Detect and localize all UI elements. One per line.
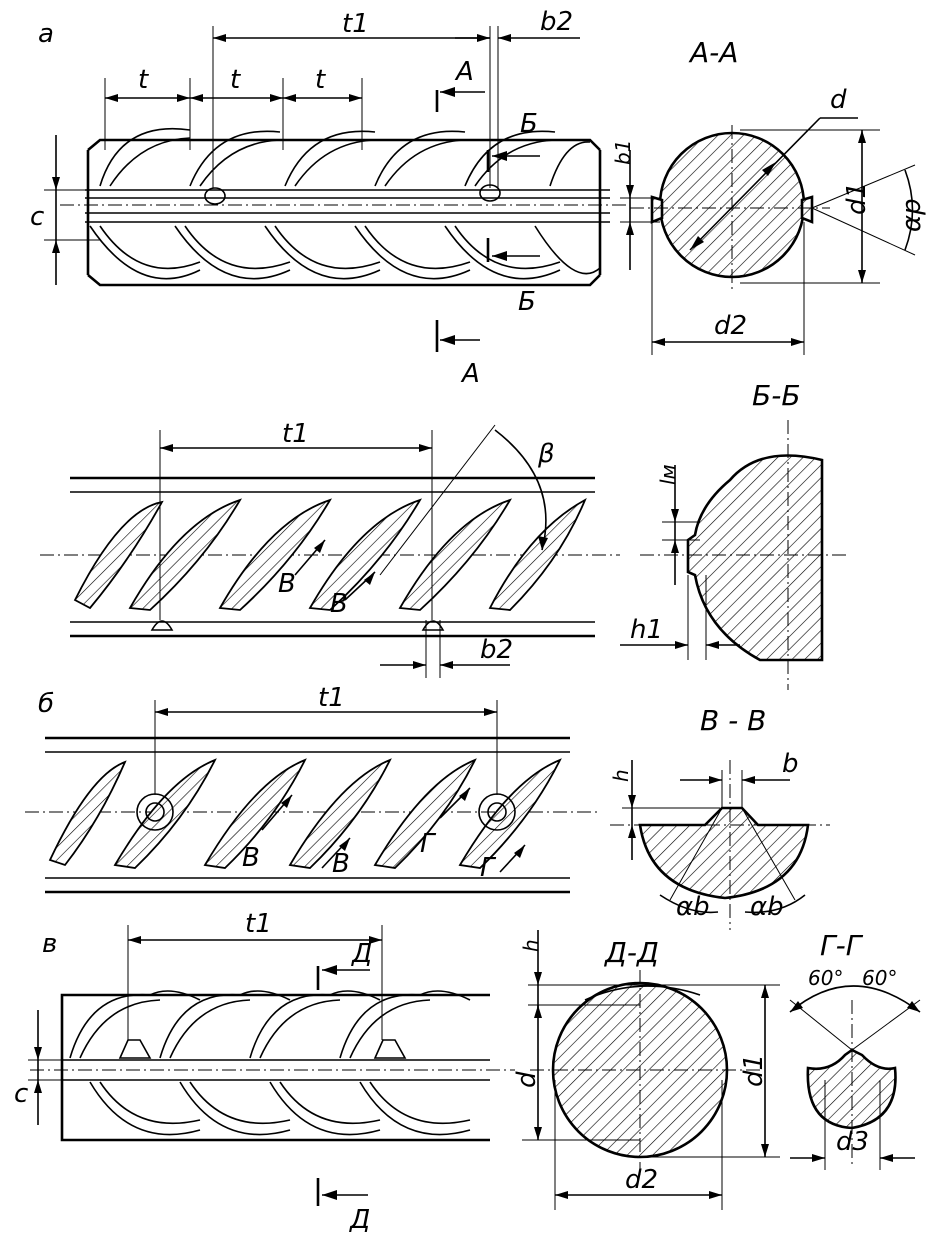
view-v-c-label: c bbox=[14, 1079, 28, 1109]
view-a-c-label: c bbox=[30, 202, 44, 232]
section-vv-alpha-b-right: αb bbox=[750, 892, 784, 922]
section-vv-title: В - В bbox=[700, 704, 766, 737]
view-a-upper-ribs bbox=[99, 127, 591, 187]
view-b-cut-g-1: Г bbox=[420, 829, 437, 859]
view-a-label: a bbox=[38, 19, 54, 49]
section-dd: Д-Д h d d1 d2 bbox=[512, 930, 780, 1210]
section-dd-d-label: d bbox=[512, 1071, 542, 1088]
view-a-t-label-3: t bbox=[315, 65, 326, 95]
view-top-cut-v-2: В bbox=[330, 589, 348, 619]
section-aa-title: А-А bbox=[688, 36, 738, 69]
view-top-beta-label: β bbox=[537, 439, 555, 469]
section-gg-d3-label: d3 bbox=[836, 1127, 869, 1157]
section-bb-title: Б-Б bbox=[752, 379, 801, 412]
view-a-cut-a-top: A bbox=[454, 57, 474, 87]
view-v-lower-ribs bbox=[89, 1081, 471, 1136]
view-a-cut-b-top: Б bbox=[520, 109, 538, 139]
view-b: б t1 В В Г bbox=[25, 683, 600, 894]
section-vv-alpha-b-left: αb bbox=[676, 892, 710, 922]
section-aa-d2-label: d2 bbox=[714, 311, 747, 341]
section-gg-angle-right: 60° bbox=[862, 966, 897, 990]
section-bb: Б-Б lм h1 bbox=[620, 379, 850, 690]
view-a-lower-ribs bbox=[89, 225, 601, 280]
view-a: a bbox=[30, 7, 630, 389]
view-b-ribs bbox=[48, 758, 562, 869]
view-v-cut-d-bottom: Д bbox=[349, 1205, 370, 1234]
section-aa: А-А d d1 αp b1 d2 bbox=[611, 36, 926, 355]
view-a-t-label-1: t bbox=[138, 65, 149, 95]
section-dd-title: Д-Д bbox=[603, 936, 659, 969]
view-v-t1-label: t1 bbox=[245, 909, 272, 939]
view-b-cut-v-2: В bbox=[332, 849, 350, 879]
view-v-cut-d-top: Д bbox=[351, 939, 372, 969]
section-aa-d-label: d bbox=[830, 85, 847, 115]
view-v-label: в bbox=[42, 929, 57, 959]
view-b-t1-label: t1 bbox=[318, 683, 345, 713]
section-aa-d1-label: d1 bbox=[842, 182, 872, 215]
section-gg-title: Г-Г bbox=[820, 929, 864, 962]
section-dd-d2-label: d2 bbox=[625, 1165, 658, 1195]
view-top-cut-v-1: В bbox=[278, 569, 296, 599]
view-a-t1-label: t1 bbox=[342, 9, 369, 39]
view-b-cut-v-1: В bbox=[242, 843, 260, 873]
section-dd-d1-label: d1 bbox=[739, 1054, 769, 1087]
view-b-cut-g-2: Г bbox=[480, 853, 497, 883]
section-vv-h-label: h bbox=[609, 769, 633, 782]
section-gg-angle-left: 60° bbox=[808, 966, 843, 990]
view-a-t-label-2: t bbox=[230, 65, 241, 95]
section-dd-h-label: h bbox=[519, 939, 543, 952]
view-a-cut-a-bottom: A bbox=[460, 359, 480, 389]
section-aa-b1-label: b1 bbox=[611, 140, 635, 165]
section-vv-b-label: b bbox=[782, 749, 799, 779]
section-aa-alpha-p-label: αp bbox=[897, 198, 926, 232]
view-v-upper-ribs bbox=[69, 990, 471, 1059]
view-top-t1-label: t1 bbox=[282, 419, 309, 449]
view-top-b2-label: b2 bbox=[480, 635, 513, 665]
view-v: в bbox=[14, 909, 515, 1234]
view-b-label: б bbox=[38, 689, 54, 719]
section-vv: В - В h b αb αb bbox=[609, 704, 830, 930]
section-gg: Г-Г 60° 60° d3 bbox=[789, 929, 921, 1170]
section-bb-h1-label: h1 bbox=[630, 615, 663, 645]
view-top-ribs bbox=[73, 497, 587, 611]
view-top: t1 β В В b2 bbox=[40, 419, 620, 678]
view-a-b2-label: b2 bbox=[540, 7, 573, 37]
section-bb-lm-label: lм bbox=[656, 464, 680, 485]
view-a-cut-b-bottom: Б bbox=[518, 287, 536, 317]
